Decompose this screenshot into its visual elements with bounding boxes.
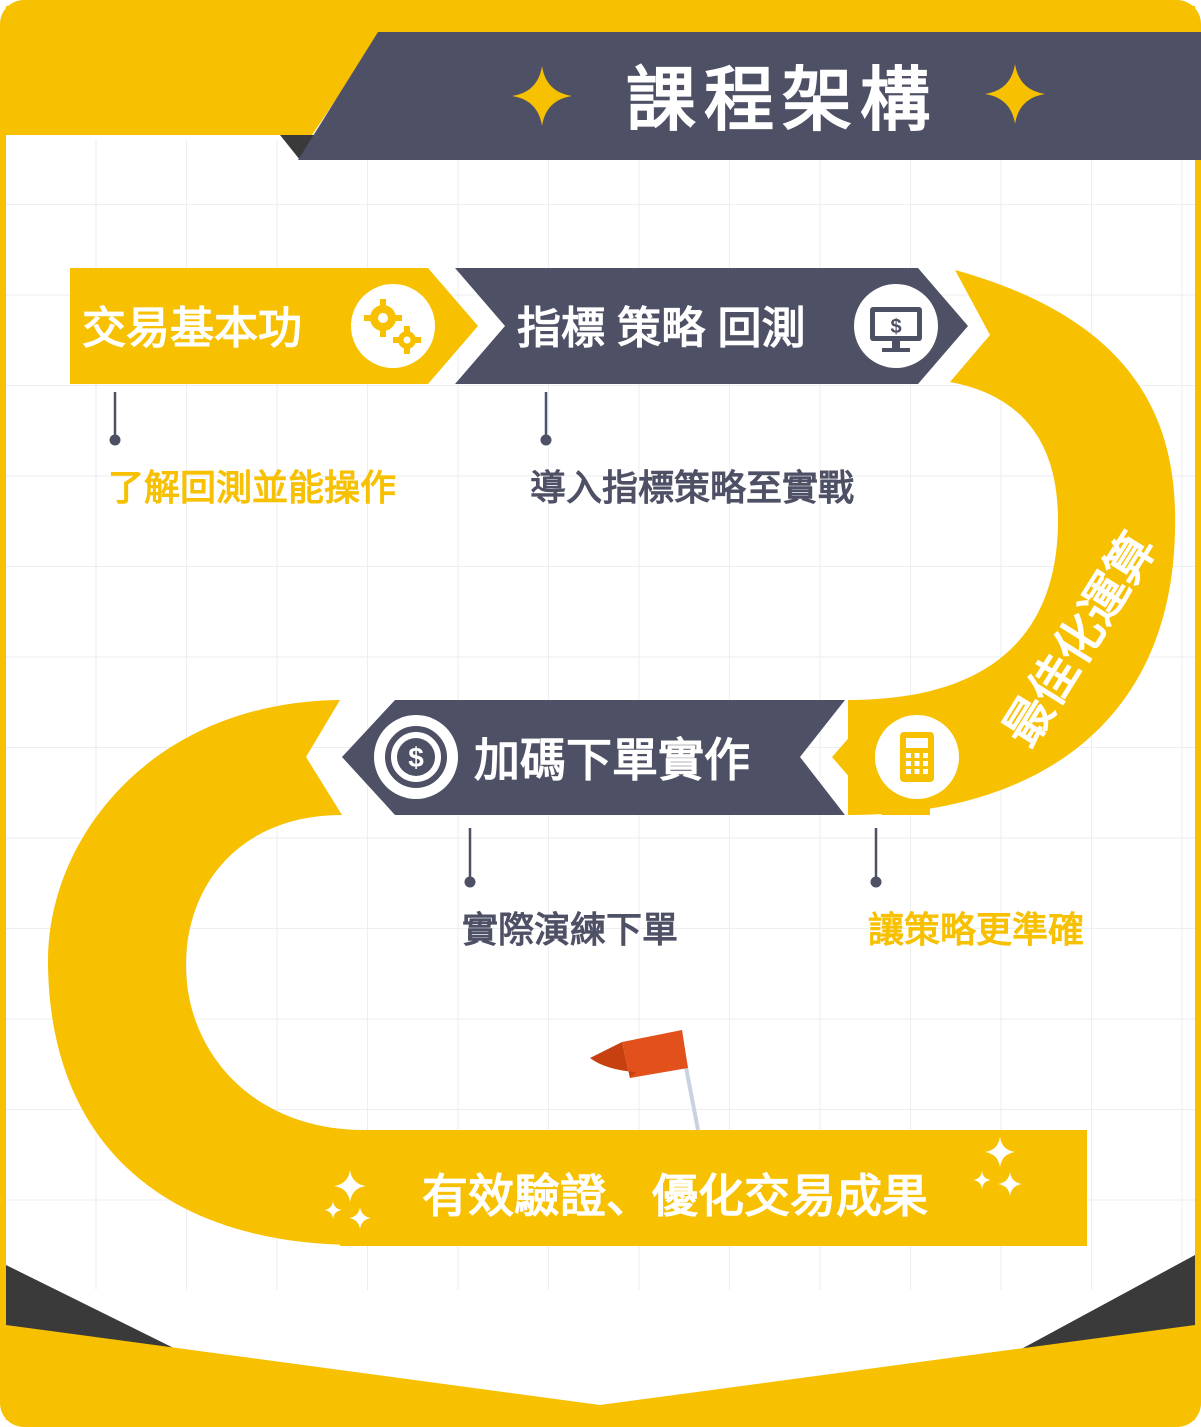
sparkle-icon bbox=[973, 1137, 1022, 1196]
step-1-label: 交易基本功 bbox=[82, 304, 302, 353]
flag-icon bbox=[590, 1030, 700, 1131]
sparkle-icon bbox=[985, 64, 1045, 124]
header-band bbox=[6, 6, 1195, 135]
goal-bar bbox=[340, 1130, 1087, 1246]
step-4-caption: 實際演練下單 bbox=[462, 909, 678, 950]
title-banner bbox=[280, 32, 1201, 160]
coin-dollar-icon: $ bbox=[374, 715, 458, 799]
svg-text:$: $ bbox=[408, 742, 424, 773]
page-title: 課程架構 bbox=[626, 61, 938, 139]
sparkle-icon bbox=[512, 66, 572, 126]
bottom-band bbox=[6, 1325, 1195, 1420]
caption-connector bbox=[870, 828, 882, 888]
caption-connector bbox=[464, 828, 476, 888]
step-4-arrow bbox=[342, 700, 845, 815]
sparkle-icon bbox=[324, 1170, 371, 1229]
step-2-caption: 導入指標策略至實戰 bbox=[530, 467, 854, 508]
road-right-curve bbox=[848, 270, 1176, 815]
road-left-curve bbox=[48, 700, 360, 1245]
gears-icon bbox=[351, 284, 435, 368]
step-3-caption: 讓策略更準確 bbox=[868, 909, 1084, 950]
calculator-icon bbox=[875, 715, 959, 799]
step-4-label: 加碼下單實作 bbox=[474, 734, 750, 786]
caption-connector bbox=[109, 392, 121, 446]
step-2-arrow bbox=[455, 268, 968, 384]
goal-label: 有效驗證、優化交易成果 bbox=[422, 1170, 928, 1222]
monitor-dollar-icon: $ bbox=[854, 284, 938, 368]
step-1-caption: 了解回測並能操作 bbox=[108, 467, 396, 508]
step-2-label: 指標 策略 回測 bbox=[517, 304, 805, 353]
caption-connector bbox=[540, 392, 552, 446]
svg-text:$: $ bbox=[890, 316, 901, 338]
